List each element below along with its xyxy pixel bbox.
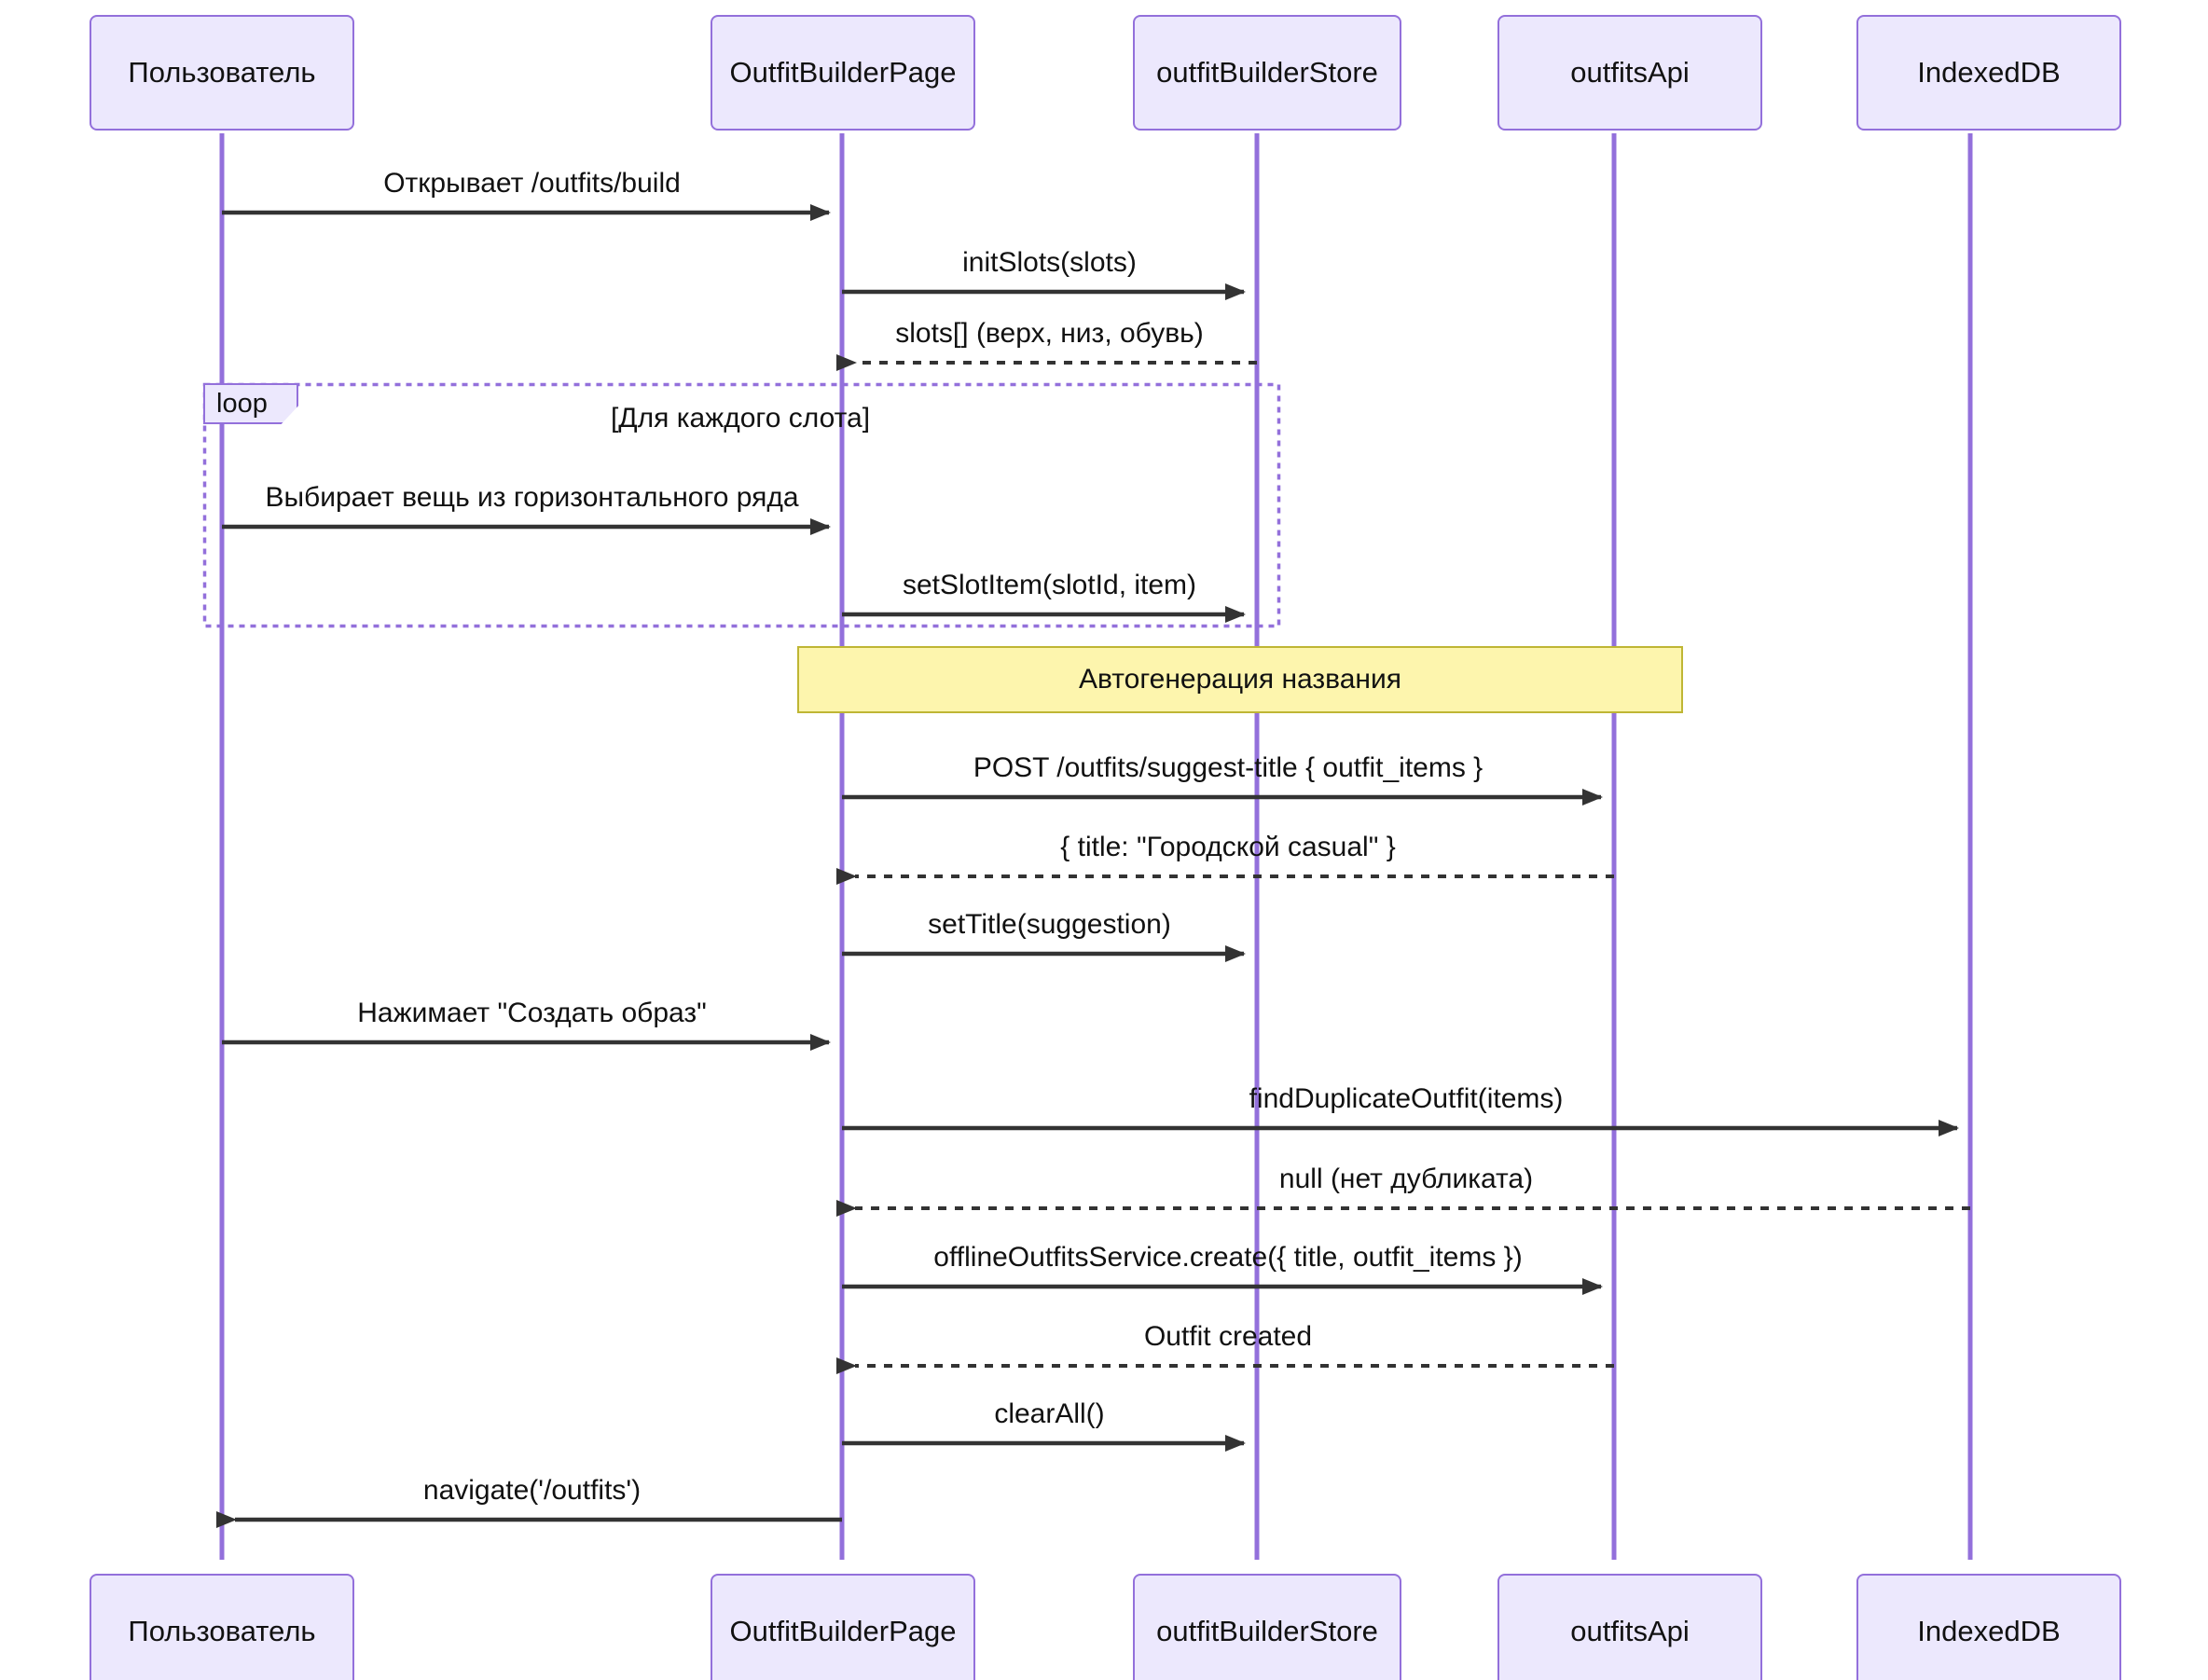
participant-box-api-top[interactable]: outfitsApi bbox=[1497, 15, 1762, 131]
fragment-outline-loop1 bbox=[202, 382, 1281, 628]
participant-box-db-top[interactable]: IndexedDB bbox=[1856, 15, 2121, 131]
message-label-m10: findDuplicateOutfit(items) bbox=[1249, 1083, 1564, 1114]
message-label-m7: { title: "Городской casual" } bbox=[1060, 832, 1396, 862]
message-label-m4: Выбирает вещь из горизонтального ряда bbox=[265, 482, 799, 513]
participant-label-page: OutfitBuilderPage bbox=[729, 1615, 957, 1647]
message-label-m5: setSlotItem(slotId, item) bbox=[902, 570, 1197, 600]
message-label-m1: Открывает /outfits/build bbox=[383, 168, 681, 199]
message-label-m12: offlineOutfitsService.create({ title, ou… bbox=[933, 1242, 1523, 1273]
participant-box-store-top[interactable]: outfitBuilderStore bbox=[1133, 15, 1401, 131]
participant-label-db: IndexedDB bbox=[1917, 56, 2061, 89]
participant-label-page: OutfitBuilderPage bbox=[729, 56, 957, 89]
participant-box-user-top[interactable]: Пользователь bbox=[90, 15, 354, 131]
participant-box-user-bottom[interactable]: Пользователь bbox=[90, 1574, 354, 1680]
message-label-m8: setTitle(suggestion) bbox=[928, 909, 1171, 940]
participant-box-api-bottom[interactable]: outfitsApi bbox=[1497, 1574, 1762, 1680]
participant-label-user: Пользователь bbox=[128, 1615, 316, 1647]
participant-label-store: outfitBuilderStore bbox=[1156, 1615, 1378, 1647]
lifelines-group bbox=[219, 133, 1973, 1560]
participant-label-user: Пользователь bbox=[128, 56, 316, 89]
participant-label-store: outfitBuilderStore bbox=[1156, 56, 1378, 89]
note-box-note1: Автогенерация названия bbox=[797, 646, 1683, 713]
fragment-outlines-group bbox=[202, 382, 1281, 628]
message-label-m13: Outfit created bbox=[1143, 1321, 1313, 1352]
participant-box-db-bottom[interactable]: IndexedDB bbox=[1856, 1574, 2121, 1680]
message-label-m2: initSlots(slots) bbox=[962, 247, 1137, 278]
message-label-m15: navigate('/outfits') bbox=[422, 1475, 642, 1506]
message-arrows-group bbox=[216, 204, 1970, 1528]
message-label-m14: clearAll() bbox=[994, 1398, 1105, 1429]
participant-label-api: outfitsApi bbox=[1570, 1615, 1690, 1647]
fragment-kind-label: loop bbox=[216, 388, 268, 419]
fragment-condition-loop1: [Для каждого слота] bbox=[610, 403, 871, 434]
participant-box-page-bottom[interactable]: OutfitBuilderPage bbox=[711, 1574, 975, 1680]
note-text: Автогенерация названия bbox=[1078, 664, 1401, 695]
message-label-m9: Нажимает "Создать образ" bbox=[357, 998, 707, 1028]
participant-label-api: outfitsApi bbox=[1570, 56, 1690, 89]
message-label-m11: null (нет дубликата) bbox=[1278, 1164, 1534, 1194]
message-label-m6: POST /outfits/suggest-title { outfit_ite… bbox=[973, 752, 1484, 783]
participant-box-store-bottom[interactable]: outfitBuilderStore bbox=[1133, 1574, 1401, 1680]
message-label-m3: slots[] (верх, низ, обувь) bbox=[895, 318, 1204, 349]
participant-box-page-top[interactable]: OutfitBuilderPage bbox=[711, 15, 975, 131]
participant-label-db: IndexedDB bbox=[1917, 1615, 2061, 1647]
fragment-kind-box-loop1: loop bbox=[203, 383, 298, 424]
